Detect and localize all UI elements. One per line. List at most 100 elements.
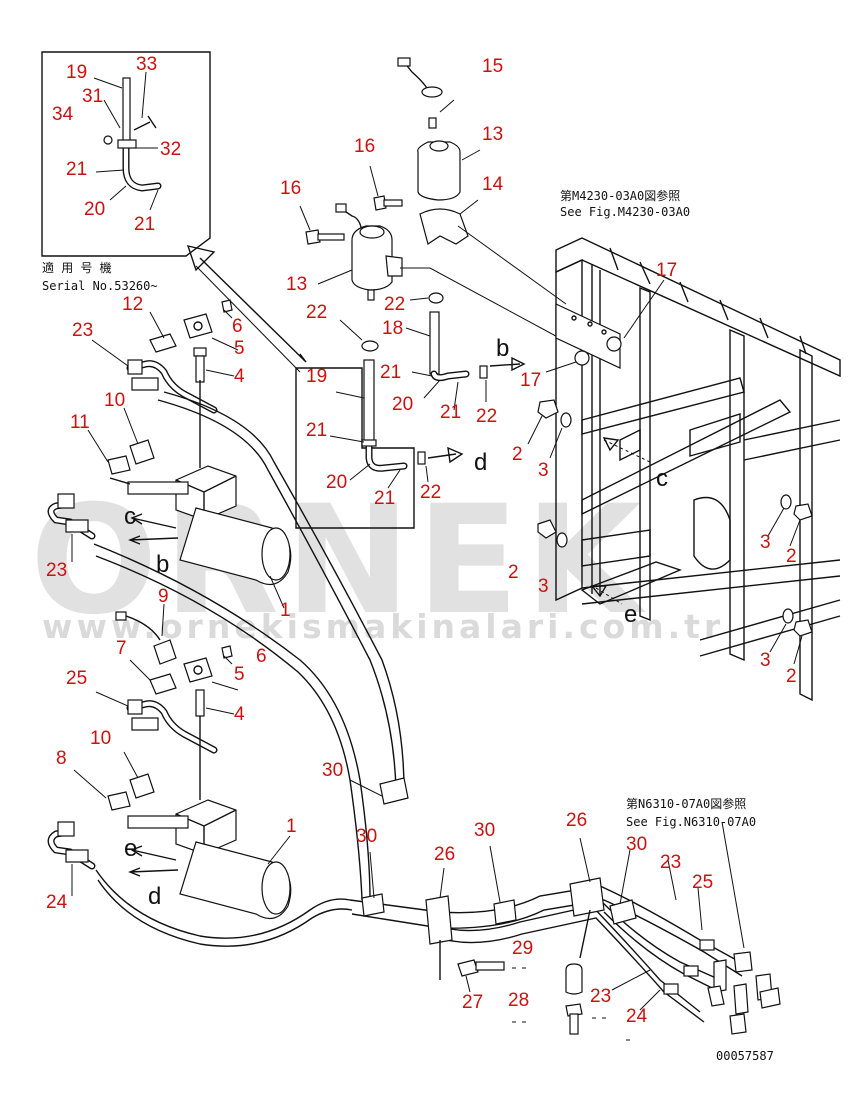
svg-text:17: 17 — [520, 370, 541, 391]
svg-text:e: e — [624, 601, 637, 628]
svg-text:3: 3 — [760, 650, 771, 671]
clamps-22 — [339, 292, 488, 483]
svg-text:26: 26 — [434, 844, 455, 865]
svg-text:5: 5 — [234, 338, 245, 359]
svg-text:21: 21 — [380, 362, 401, 383]
svg-text:3: 3 — [538, 576, 549, 597]
svg-text:4: 4 — [234, 704, 245, 725]
svg-text:22: 22 — [420, 482, 441, 503]
svg-text:33: 33 — [136, 54, 157, 75]
svg-text:21: 21 — [440, 402, 461, 423]
svg-text:8: 8 — [56, 748, 67, 769]
svg-text:2: 2 — [508, 562, 519, 583]
upper-valve-assy — [47, 299, 292, 609]
svg-text:20: 20 — [392, 394, 413, 415]
svg-text:25: 25 — [66, 668, 87, 689]
svg-text:11: 11 — [70, 412, 90, 433]
svg-text:24: 24 — [46, 892, 68, 913]
reservoir-upper — [369, 57, 481, 245]
view-letters: b b c c d d e e — [124, 335, 668, 910]
bracket-leader-2 — [400, 267, 579, 349]
svg-text:12: 12 — [122, 294, 143, 315]
serial-inset — [41, 51, 211, 257]
svg-text:21: 21 — [306, 420, 327, 441]
svg-text:6: 6 — [232, 316, 243, 337]
watermark-brand: ORNEK — [30, 474, 647, 648]
serial-note-jp: 適 用 号 機 — [42, 260, 112, 275]
svg-text:17: 17 — [656, 260, 677, 281]
drawing-number: 00057587 — [716, 1049, 774, 1063]
svg-text:7: 7 — [116, 638, 127, 659]
svg-text:16: 16 — [280, 178, 301, 199]
svg-text:22: 22 — [384, 294, 405, 315]
svg-text:16: 16 — [354, 136, 375, 157]
svg-text:c: c — [124, 503, 136, 530]
svg-text:22: 22 — [476, 406, 497, 427]
svg-text:18: 18 — [382, 318, 403, 339]
svg-text:20: 20 — [326, 472, 347, 493]
svg-text:26: 26 — [566, 810, 587, 831]
svg-text:9: 9 — [158, 586, 169, 607]
pipe-detail-box — [295, 359, 415, 529]
svg-text:30: 30 — [356, 826, 377, 847]
svg-text:23: 23 — [660, 852, 681, 873]
svg-text:15: 15 — [482, 56, 503, 77]
svg-text:14: 14 — [482, 174, 504, 195]
svg-text:23: 23 — [590, 986, 611, 1007]
svg-text:6: 6 — [256, 646, 267, 667]
svg-text:20: 20 — [84, 199, 105, 220]
pipe-18-assy — [405, 311, 526, 464]
svg-text:13: 13 — [286, 274, 307, 295]
arrow-to-inset — [186, 245, 307, 373]
lower-valve-assy — [47, 603, 353, 947]
svg-text:21: 21 — [374, 488, 395, 509]
long-hoses — [93, 391, 405, 901]
svg-text:3: 3 — [538, 460, 549, 481]
svg-text:21: 21 — [134, 214, 155, 235]
ref-m4230-en: See Fig.M4230-03A0 — [560, 205, 690, 219]
svg-text:2: 2 — [786, 666, 797, 687]
svg-text:24: 24 — [626, 1006, 648, 1027]
svg-text:25: 25 — [692, 872, 713, 893]
svg-text:4: 4 — [234, 366, 245, 387]
svg-text:b: b — [156, 551, 169, 578]
svg-text:1: 1 — [280, 600, 291, 621]
svg-text:e: e — [124, 835, 137, 862]
svg-text:10: 10 — [90, 728, 111, 749]
svg-text:29: 29 — [512, 938, 533, 959]
svg-text:d: d — [148, 883, 161, 910]
frame — [545, 237, 841, 702]
svg-text:b: b — [496, 335, 509, 362]
svg-text:19: 19 — [66, 62, 87, 83]
svg-text:d: d — [474, 449, 487, 476]
svg-text:32: 32 — [160, 139, 181, 160]
ref-n6310-jp: 第N6310-07A0図参照 — [626, 796, 746, 811]
svg-text:21: 21 — [66, 159, 87, 180]
ref-m4230-jp: 第M4230-03A0図参照 — [560, 188, 680, 203]
nuts-washers — [527, 399, 813, 665]
svg-text:30: 30 — [626, 834, 647, 855]
reservoir-lower — [299, 203, 403, 301]
svg-text:2: 2 — [786, 546, 797, 567]
svg-text:13: 13 — [482, 124, 503, 145]
svg-text:34: 34 — [52, 104, 74, 125]
svg-text:30: 30 — [474, 820, 495, 841]
ref-n6310-en: See Fig.N6310-07A0 — [626, 815, 756, 829]
callout-labels: 19 33 31 34 32 21 20 21 15 13 16 14 16 1… — [46, 54, 797, 1027]
svg-text:31: 31 — [82, 86, 103, 107]
hose-bundle — [349, 777, 781, 1041]
bracket-leader — [457, 225, 567, 305]
svg-text:2: 2 — [512, 444, 523, 465]
serial-note-en: Serial No.53260~ — [42, 279, 158, 293]
svg-text:3: 3 — [760, 532, 771, 553]
svg-text:28: 28 — [508, 990, 529, 1011]
svg-text:22: 22 — [306, 302, 327, 323]
watermark-url: www.ornekismakinalari.com.tr — [42, 607, 724, 646]
svg-text:c: c — [656, 465, 668, 492]
svg-text:10: 10 — [104, 390, 125, 411]
svg-text:30: 30 — [322, 760, 343, 781]
svg-text:23: 23 — [46, 560, 67, 581]
svg-text:5: 5 — [234, 664, 245, 685]
svg-text:19: 19 — [306, 366, 327, 387]
